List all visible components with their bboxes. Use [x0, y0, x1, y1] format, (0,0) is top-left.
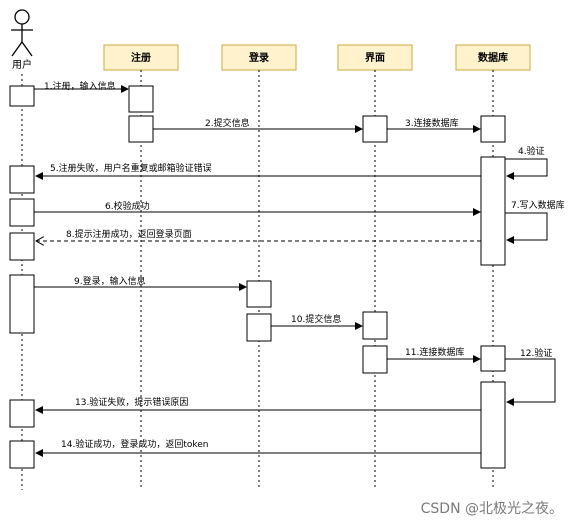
msg-4-label: 4.验证 — [518, 145, 545, 157]
participant-ui: 界面 — [337, 44, 413, 71]
participant-login: 登录 — [221, 44, 297, 71]
msg-10-label: 10.提交信息 — [291, 313, 341, 325]
activations — [9, 85, 506, 469]
activation-login-1 — [246, 280, 272, 308]
msg-12-label: 12.验证 — [520, 347, 552, 359]
participant-db-label: 数据库 — [478, 51, 508, 64]
activation-register-1 — [128, 85, 154, 113]
msg-9-label: 9.登录，输入信息 — [74, 275, 146, 287]
actor-label: 用户 — [12, 58, 32, 71]
msg-3-label: 3.连接数据库 — [405, 117, 459, 129]
actor-head — [14, 9, 30, 25]
participant-db: 数据库 — [455, 44, 531, 71]
participant-register-label: 注册 — [131, 51, 151, 64]
msg-13-label: 13.验证失败，提示错误原因 — [75, 396, 188, 408]
msg-14-label: 14.验证成功，登录成功，返回token — [61, 438, 208, 450]
activation-user-3 — [9, 198, 35, 227]
msg-7-label: 7.写入数据库 — [511, 199, 565, 211]
msg-12-arrow — [505, 358, 556, 406]
message-arrows — [34, 85, 556, 457]
msg-8-label: 8.提示注册成功，返回登录页面 — [66, 228, 192, 240]
activation-ui-2 — [362, 311, 388, 340]
activation-db-4 — [480, 381, 506, 469]
msg-7-arrow — [505, 212, 548, 244]
watermark: CSDN @北极光之夜。 — [421, 501, 563, 517]
participant-ui-label: 界面 — [365, 52, 385, 64]
activation-register-2 — [128, 115, 154, 143]
actor-user: 用户 — [11, 9, 33, 71]
activation-db-2 — [480, 156, 506, 266]
activation-user-2 — [9, 165, 35, 194]
msg-4-arrow — [505, 158, 548, 180]
activation-user-7 — [9, 440, 35, 469]
msg-5-label: 5.注册失败，用户名重复或邮箱验证错误 — [50, 162, 212, 174]
activation-user-5 — [9, 274, 35, 334]
msg-1-label: 1.注册，输入信息 — [44, 80, 116, 92]
activation-user-6 — [9, 399, 35, 428]
msg-6-label: 6.校验成功 — [105, 200, 150, 212]
activation-ui-3 — [362, 345, 388, 374]
activation-login-2 — [246, 313, 272, 342]
activation-user-1 — [9, 85, 35, 107]
participant-register: 注册 — [103, 44, 179, 71]
msg-2-label: 2.提交信息 — [205, 117, 250, 129]
activation-db-3 — [480, 345, 506, 372]
message-labels: 1.注册，输入信息 2.提交信息 3.连接数据库 4.验证 5.注册失败，用户名… — [44, 80, 565, 450]
activation-ui-1 — [362, 115, 388, 143]
activation-db-1 — [480, 115, 506, 143]
msg-11-label: 11.连接数据库 — [405, 346, 464, 358]
participant-login-label: 登录 — [248, 51, 269, 64]
activation-user-4 — [9, 232, 35, 261]
